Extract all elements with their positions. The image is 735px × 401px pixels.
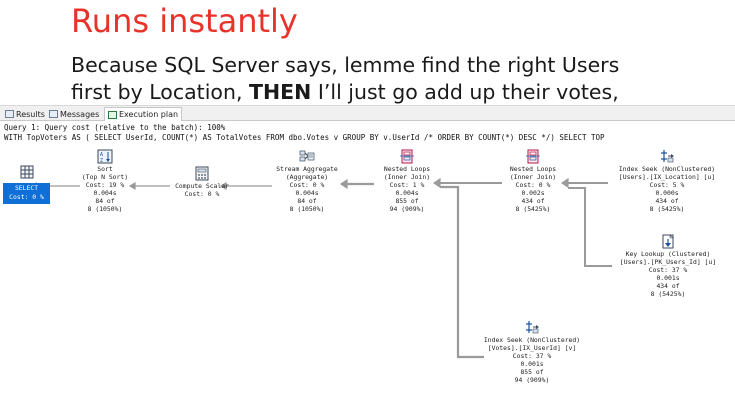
index-seek-icon [524,320,540,335]
index-seek-votes-rows: 855 of [520,368,544,376]
key-lookup-cost: Cost: 37 % [648,266,688,274]
index-seek-location-time: 0.000s [655,189,679,197]
plan-op-select-label[interactable]: SELECT Cost: 0 % [3,183,50,204]
plan-op-nested-loops-outer[interactable]: Nested Loops (Inner Join) Cost: 1 % 0.00… [372,149,442,213]
arrow-head-nl2 [560,177,569,189]
key-lookup-rows: 434 of [656,282,680,290]
select-cost: Cost: 0 % [9,193,44,201]
index-seek-location-rows: 434 of [655,197,679,205]
index-seek-votes-time: 0.001s [520,360,544,368]
select-icon [19,165,35,180]
nested-loops-outer-cost: Cost: 1 % [389,181,425,189]
plan-op-select[interactable] [3,165,50,181]
index-seek-location-name: Index Seek (NonClustered) [618,165,716,173]
nested-loops-inner-estimate: 8 (5425%) [515,205,551,213]
sort-time: 0.004s [93,189,117,197]
slide-body-line-2: first by Location, THEN I’ll just go add… [71,79,731,106]
sort-estimate: 8 (1050%) [87,205,123,213]
line2-pre: first by Location, [71,80,249,104]
slide-body: Because SQL Server says, lemme find the … [71,52,731,106]
tab-results[interactable]: Results [2,107,48,121]
grid-icon [5,110,14,118]
svg-text:A: A [100,152,103,158]
nested-loops-inner-time: 0.002s [521,189,545,197]
nested-loops-outer-rows: 855 of [395,197,419,205]
plan-op-nested-loops-inner[interactable]: Nested Loops (Inner Join) Cost: 0 % 0.00… [498,149,568,213]
stream-aggregate-name: Stream Aggregate [276,165,338,173]
nested-loops-outer-estimate: 94 (909%) [389,205,425,213]
nested-loops-inner-cost: Cost: 0 % [515,181,551,189]
results-tab-bar: Results Messages Execution plan [0,106,735,121]
arrow-head-nl1 [432,177,441,189]
stream-aggregate-rows: 84 of [297,197,317,205]
slide-body-line-1: Because SQL Server says, lemme find the … [71,53,620,77]
index-seek-location-cost: Cost: 5 % [649,181,685,189]
compute-scalar-cost: Cost: 0 % [184,190,220,198]
arrow-head-sort [128,181,136,191]
stream-aggregate-time: 0.004s [295,189,319,197]
plan-op-compute-scalar[interactable]: Compute Scalar Cost: 0 % [162,166,242,198]
index-seek-votes-object: [Votes].[IX_UserId] [v] [487,344,577,352]
compute-scalar-icon [194,166,210,181]
execution-plan-icon [108,110,117,119]
tab-results-label: Results [16,109,45,119]
line2-post: I’ll just go add up their votes, [311,80,619,104]
index-seek-votes-name: Index Seek (NonClustered) [483,336,581,344]
stream-aggregate-subtype: (Aggregate) [285,173,329,181]
sort-name: Sort [97,165,113,173]
messages-icon [49,110,58,118]
plan-op-index-seek-location[interactable]: Index Seek (NonClustered) [Users].[IX_Lo… [603,149,731,213]
tab-messages[interactable]: Messages [46,107,102,121]
query-cost-header: Query 1: Query cost (relative to the bat… [4,123,226,132]
nested-loops-outer-time: 0.004s [395,189,419,197]
tab-messages-label: Messages [60,109,100,119]
key-lookup-time: 0.001s [656,274,680,282]
nested-loops-inner-subtype: (Inner Join) [509,173,557,181]
tab-execution-plan[interactable]: Execution plan [104,107,183,121]
key-lookup-estimate: 8 (5425%) [650,290,686,298]
sort-rows: 84 of [95,197,115,205]
nested-loops-outer-name: Nested Loops [383,165,431,173]
index-seek-icon [659,149,675,164]
plan-op-key-lookup[interactable]: Key Lookup (Clustered) [Users].[PK_Users… [608,234,728,298]
ssms-results-pane: Results Messages Execution plan [0,105,735,401]
sort-cost: Cost: 19 % [85,181,125,189]
query-text: WITH TopVoters AS ( SELECT UserId, COUNT… [4,133,605,142]
line2-bold: THEN [248,80,312,104]
nested-loops-inner-rows: 434 of [521,197,545,205]
nested-loops-inner-name: Nested Loops [509,165,557,173]
slide-title: Runs instantly [71,2,298,40]
nested-loops-outer-subtype: (Inner Join) [383,173,431,181]
tab-execution-plan-label: Execution plan [119,110,179,119]
sort-subtype: (Top N Sort) [81,173,129,181]
svg-text:Z: Z [100,158,103,164]
stream-aggregate-estimate: 8 (1050%) [289,205,325,213]
index-seek-votes-estimate: 94 (909%) [514,376,550,384]
arrow-seekvotes-to-nl1 [440,185,484,359]
arrow-head-compute [219,181,227,191]
key-lookup-name: Key Lookup (Clustered) [625,250,711,258]
stream-aggregate-icon [299,149,315,164]
index-seek-location-estimate: 8 (5425%) [649,205,685,213]
arrow-head-stream [339,178,348,190]
plan-op-index-seek-votes[interactable]: Index Seek (NonClustered) [Votes].[IX_Us… [470,320,594,384]
stream-aggregate-cost: Cost: 0 % [289,181,325,189]
select-name: SELECT [14,184,39,192]
index-seek-location-object: [Users].[IX_Location] [u] [618,173,716,181]
index-seek-votes-cost: Cost: 37 % [512,352,552,360]
key-lookup-icon [660,234,676,249]
compute-scalar-name: Compute Scalar [175,182,229,190]
plan-op-stream-aggregate[interactable]: Stream Aggregate (Aggregate) Cost: 0 % 0… [265,149,349,213]
arrow-keylookup-to-nl2 [568,187,612,267]
key-lookup-object: [Users].[PK_Users_Id] [u] [619,258,717,266]
nested-loops-icon [399,149,415,164]
nested-loops-icon [525,149,541,164]
